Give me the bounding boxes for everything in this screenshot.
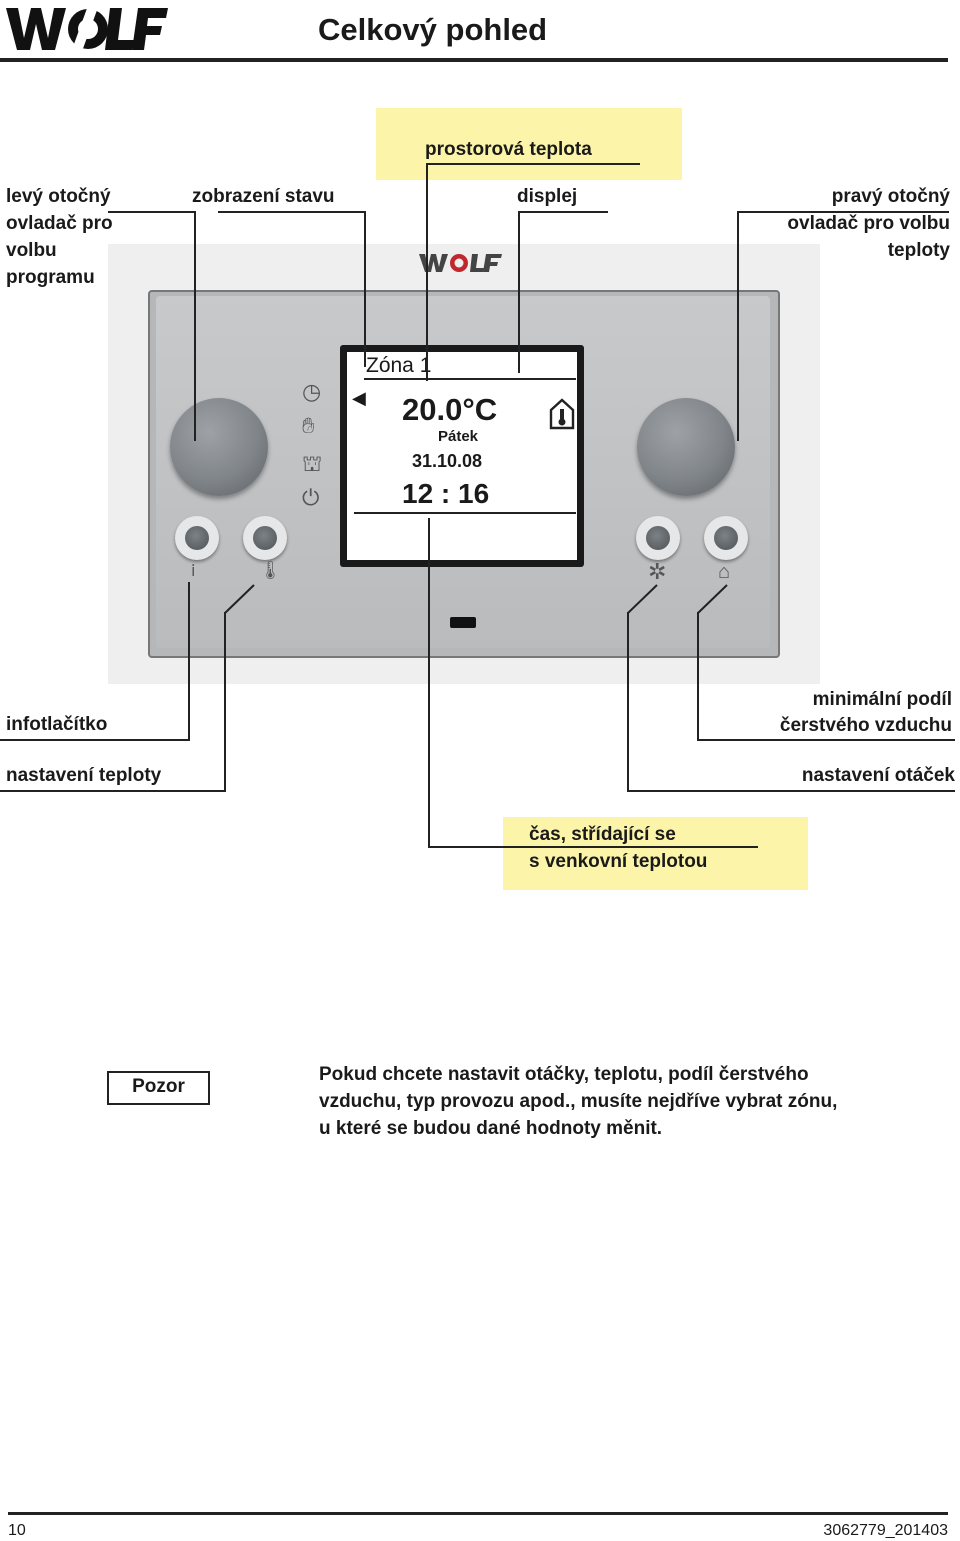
- thermometer-icon: 🌡︎: [259, 560, 282, 580]
- document-id: 3062779_201403: [823, 1522, 948, 1539]
- vacation-icon: ⛫: [302, 451, 323, 476]
- callout-line: [697, 612, 699, 741]
- callout-line: [518, 211, 608, 213]
- page-number: 10: [8, 1522, 26, 1539]
- label-right-knob-3: teploty: [887, 240, 950, 261]
- label-left-knob-4: programu: [6, 267, 95, 288]
- label-right-knob-1: pravý otočný: [831, 186, 950, 207]
- note-line-1: Pokud chcete nastavit otáčky, teplotu, p…: [319, 1064, 809, 1085]
- label-right-knob-2: ovladač pro volbu: [787, 213, 950, 234]
- clock-icon: ◷: [302, 379, 322, 404]
- callout-line: [194, 211, 196, 441]
- callout-line: [627, 790, 955, 792]
- screen-left-arrow-icon: ◀: [352, 388, 366, 408]
- temperature-button[interactable]: [243, 516, 287, 560]
- label-speed-setting: nastavení otáček: [801, 765, 955, 786]
- footer-rule: [8, 1512, 948, 1515]
- label-min-fresh-2: čerstvého vzduchu: [779, 715, 952, 736]
- house-icon: ⌂: [718, 561, 731, 583]
- callout-line: [188, 582, 190, 739]
- standby-icon: ⏻: [302, 485, 320, 510]
- wolf-logo: [4, 4, 170, 54]
- label-display: displej: [517, 186, 578, 207]
- label-temp-setting: nastavení teploty: [6, 765, 162, 786]
- right-temperature-knob[interactable]: [637, 398, 735, 496]
- callout-line: [428, 518, 430, 848]
- screen-temperature: 20.0°C: [402, 392, 498, 427]
- screen-zone: Zóna 1: [366, 354, 432, 377]
- status-led: [450, 617, 476, 628]
- screen-divider-top: [364, 378, 576, 380]
- label-time-1: čas, střídající se: [529, 824, 676, 845]
- callout-line: [518, 211, 520, 373]
- pozor-badge: [107, 1071, 210, 1105]
- callout-line: [627, 584, 658, 614]
- callout-line: [0, 739, 190, 741]
- note-line-2: vzduchu, typ provozu apod., musíte nejdř…: [319, 1091, 838, 1112]
- label-room-temp: prostorová teplota: [425, 139, 592, 160]
- pozor-label: Pozor: [132, 1076, 185, 1097]
- info-button[interactable]: [175, 516, 219, 560]
- label-min-fresh-1: minimální podíl: [812, 689, 952, 710]
- highlight-time: [503, 817, 808, 890]
- screen-day: Pátek: [438, 428, 479, 445]
- callout-line: [627, 612, 629, 792]
- left-program-knob[interactable]: [170, 398, 268, 496]
- callout-line: [426, 163, 640, 165]
- callout-line: [428, 846, 758, 848]
- screen-divider-bottom: [354, 512, 576, 514]
- label-info-button: infotlačítko: [6, 714, 108, 735]
- screen-time: 12 : 16: [402, 478, 490, 509]
- house-thermometer-icon: [549, 398, 575, 430]
- callout-line: [697, 584, 728, 614]
- callout-line: [737, 211, 949, 213]
- screen-date: 31.10.08: [412, 451, 483, 471]
- callout-line: [224, 612, 226, 792]
- header-rule: [0, 58, 948, 62]
- page-title: Celkový pohled: [318, 12, 548, 47]
- fan-icon: ✲: [648, 559, 667, 584]
- info-icon: ⅰ: [191, 563, 196, 580]
- label-status-display: zobrazení stavu: [192, 186, 335, 207]
- callout-line: [364, 211, 366, 367]
- label-left-knob-1: levý otočný: [6, 186, 111, 207]
- callout-line: [426, 163, 428, 381]
- callout-line: [0, 790, 226, 792]
- display-screen: [347, 352, 577, 560]
- callout-line: [697, 739, 955, 741]
- label-left-knob-3: volbu: [6, 240, 57, 261]
- label-left-knob-2: ovladač pro: [6, 213, 113, 234]
- callout-line: [108, 211, 196, 213]
- callout-line: [218, 211, 366, 213]
- fan-speed-button[interactable]: [636, 516, 680, 560]
- hand-icon: ✋︎: [302, 413, 315, 438]
- label-time-2: s venkovní teplotou: [529, 851, 708, 872]
- callout-line: [224, 584, 255, 614]
- callout-line: [737, 211, 739, 441]
- note-line-3: u které se budou dané hodnoty měnit.: [319, 1118, 663, 1139]
- fresh-air-button[interactable]: [704, 516, 748, 560]
- device-brand-logo: [419, 254, 502, 272]
